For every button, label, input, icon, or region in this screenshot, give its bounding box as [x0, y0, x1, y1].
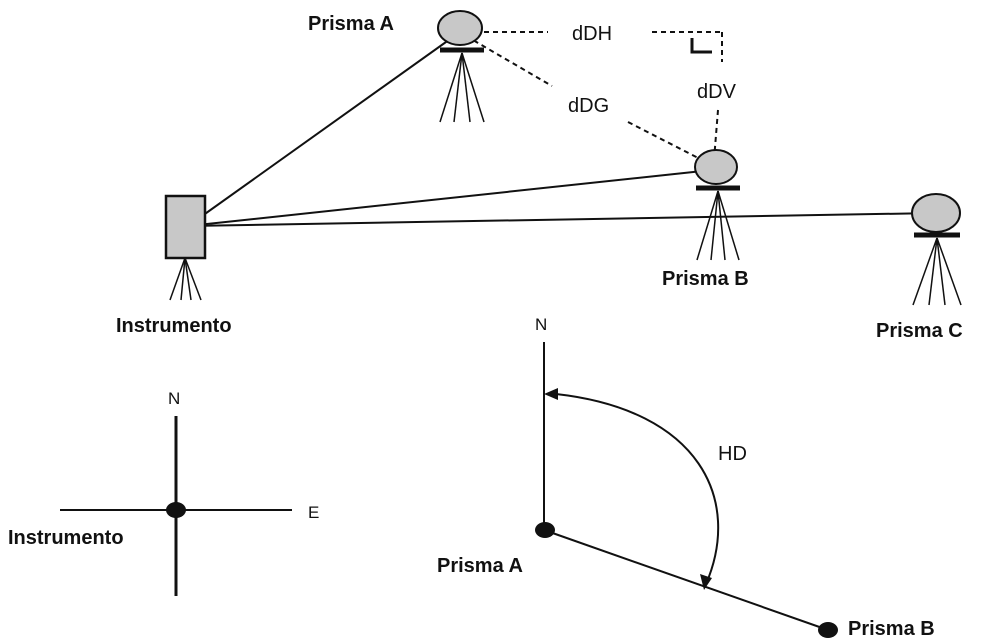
- prisma-a-leg: [461, 52, 485, 123]
- prisma-b-top: [694, 149, 740, 261]
- hd-arrowhead-direction: [700, 574, 712, 590]
- sight-line-prisma-c: [187, 212, 937, 227]
- coordinate-axes-diagram: [60, 416, 292, 596]
- prisma-a-leg: [439, 52, 463, 123]
- prisma-c-leg: [928, 237, 938, 306]
- label-east-left: E: [308, 503, 319, 522]
- label-ddv: dDV: [697, 81, 737, 103]
- ddg-dashed-line-upper: [465, 35, 553, 87]
- hd-arrowhead-north: [544, 388, 558, 400]
- label-ddg: dDG: [568, 95, 609, 117]
- label-prisma-c-top: Prisma C: [876, 320, 963, 342]
- label-north-left: N: [168, 389, 180, 408]
- prisma-c-top: [911, 193, 962, 306]
- label-hd: HD: [718, 443, 747, 465]
- label-ddh: dDH: [572, 23, 612, 45]
- instrument-top: [164, 194, 207, 301]
- prisma-b-leg: [696, 190, 719, 261]
- prisma-a-top: [437, 10, 485, 123]
- horizontal-angle-diagram: [535, 342, 838, 638]
- prisma-b-leg: [717, 190, 726, 261]
- prisma-c-leg: [936, 237, 962, 306]
- label-instrumento-bottom: Instrumento: [8, 527, 124, 549]
- instrument-leg: [169, 257, 186, 301]
- label-prisma-b-top: Prisma B: [662, 268, 749, 290]
- instrument-leg: [184, 257, 192, 301]
- prisma-c-reflector: [911, 193, 961, 233]
- hd-angle-arc: [555, 393, 720, 585]
- instrument-leg: [180, 257, 186, 301]
- instrument-body: [164, 194, 207, 260]
- label-prisma-b-bottom: Prisma B: [848, 618, 935, 640]
- sight-line-prisma-a: [187, 31, 461, 227]
- ddg-dashed-line-lower: [627, 121, 707, 163]
- instrument-leg: [184, 257, 202, 301]
- prisma-c-leg: [912, 237, 938, 306]
- prisma-a-point: [535, 522, 555, 538]
- right-angle-marker: [690, 38, 712, 54]
- prisma-b-point: [818, 622, 838, 638]
- instrument-point: [166, 502, 186, 518]
- prisma-b-reflector: [694, 149, 738, 185]
- direction-line-a-to-b: [543, 529, 829, 631]
- prisma-a-leg: [461, 52, 471, 123]
- label-north-right: N: [535, 315, 547, 334]
- label-prisma-a-top: Prisma A: [308, 13, 394, 35]
- label-prisma-a-bottom: Prisma A: [437, 555, 523, 577]
- prisma-b-leg: [710, 190, 719, 261]
- prisma-a-leg: [453, 52, 463, 123]
- slope-measurement-diagram: [164, 10, 962, 306]
- prisma-c-leg: [936, 237, 946, 306]
- prisma-a-reflector: [437, 10, 483, 46]
- label-instrumento-top: Instrumento: [116, 315, 232, 337]
- prisma-b-leg: [717, 190, 740, 261]
- sight-line-prisma-b: [187, 169, 713, 227]
